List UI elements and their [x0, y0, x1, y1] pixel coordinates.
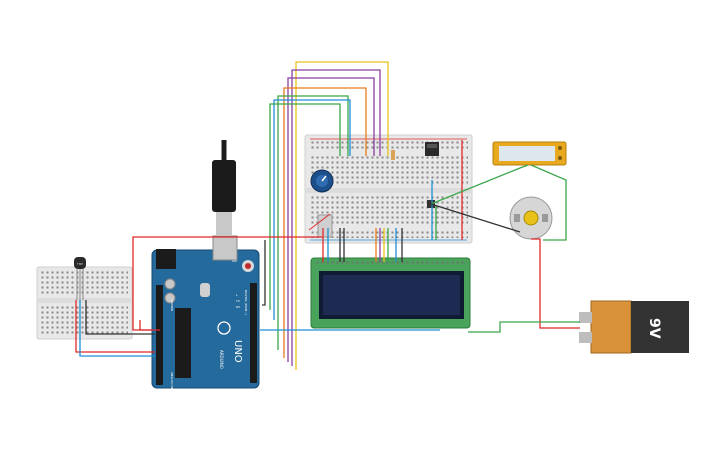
power-label: POWER: [170, 300, 174, 311]
led-on-label: ON: [232, 259, 237, 263]
lcd-display[interactable]: [310, 257, 471, 329]
microcontroller-chip: [175, 308, 191, 378]
reset-button[interactable]: [245, 263, 251, 269]
ic-chip[interactable]: [425, 142, 439, 156]
wires: [75, 61, 580, 370]
sensor-label: TMP: [76, 262, 83, 266]
usb-cable: [212, 140, 236, 236]
battery-9v[interactable]: 9V: [579, 300, 689, 354]
main-breadboard[interactable]: [304, 134, 473, 244]
power-jack: [156, 249, 176, 269]
temperature-sensor[interactable]: TMP: [74, 257, 86, 300]
led-tx-label: TX: [235, 299, 240, 303]
usb-port: [212, 235, 238, 261]
analog-header: [156, 285, 163, 385]
board-maker: ARDUINO: [219, 350, 224, 369]
battery-label: 9V: [646, 318, 662, 339]
arduino-logo-icon: [217, 321, 231, 335]
arduino-uno-board[interactable]: UNO ARDUINO ANALOG IN POWER DIGITAL (PWM…: [151, 235, 260, 389]
small-breadboard[interactable]: [36, 266, 133, 340]
dc-motor[interactable]: [509, 196, 553, 240]
led-l-label: L: [236, 293, 238, 297]
analog-label: ANALOG IN: [170, 372, 174, 389]
digital-label: DIGITAL (PWM~): [244, 290, 248, 315]
board-brand: UNO: [232, 340, 243, 363]
resistor[interactable]: [391, 150, 395, 160]
led-rx-label: RX: [236, 305, 240, 309]
digital-header: [250, 283, 257, 383]
potentiometer[interactable]: [310, 169, 334, 193]
piezo-module[interactable]: [492, 141, 567, 166]
